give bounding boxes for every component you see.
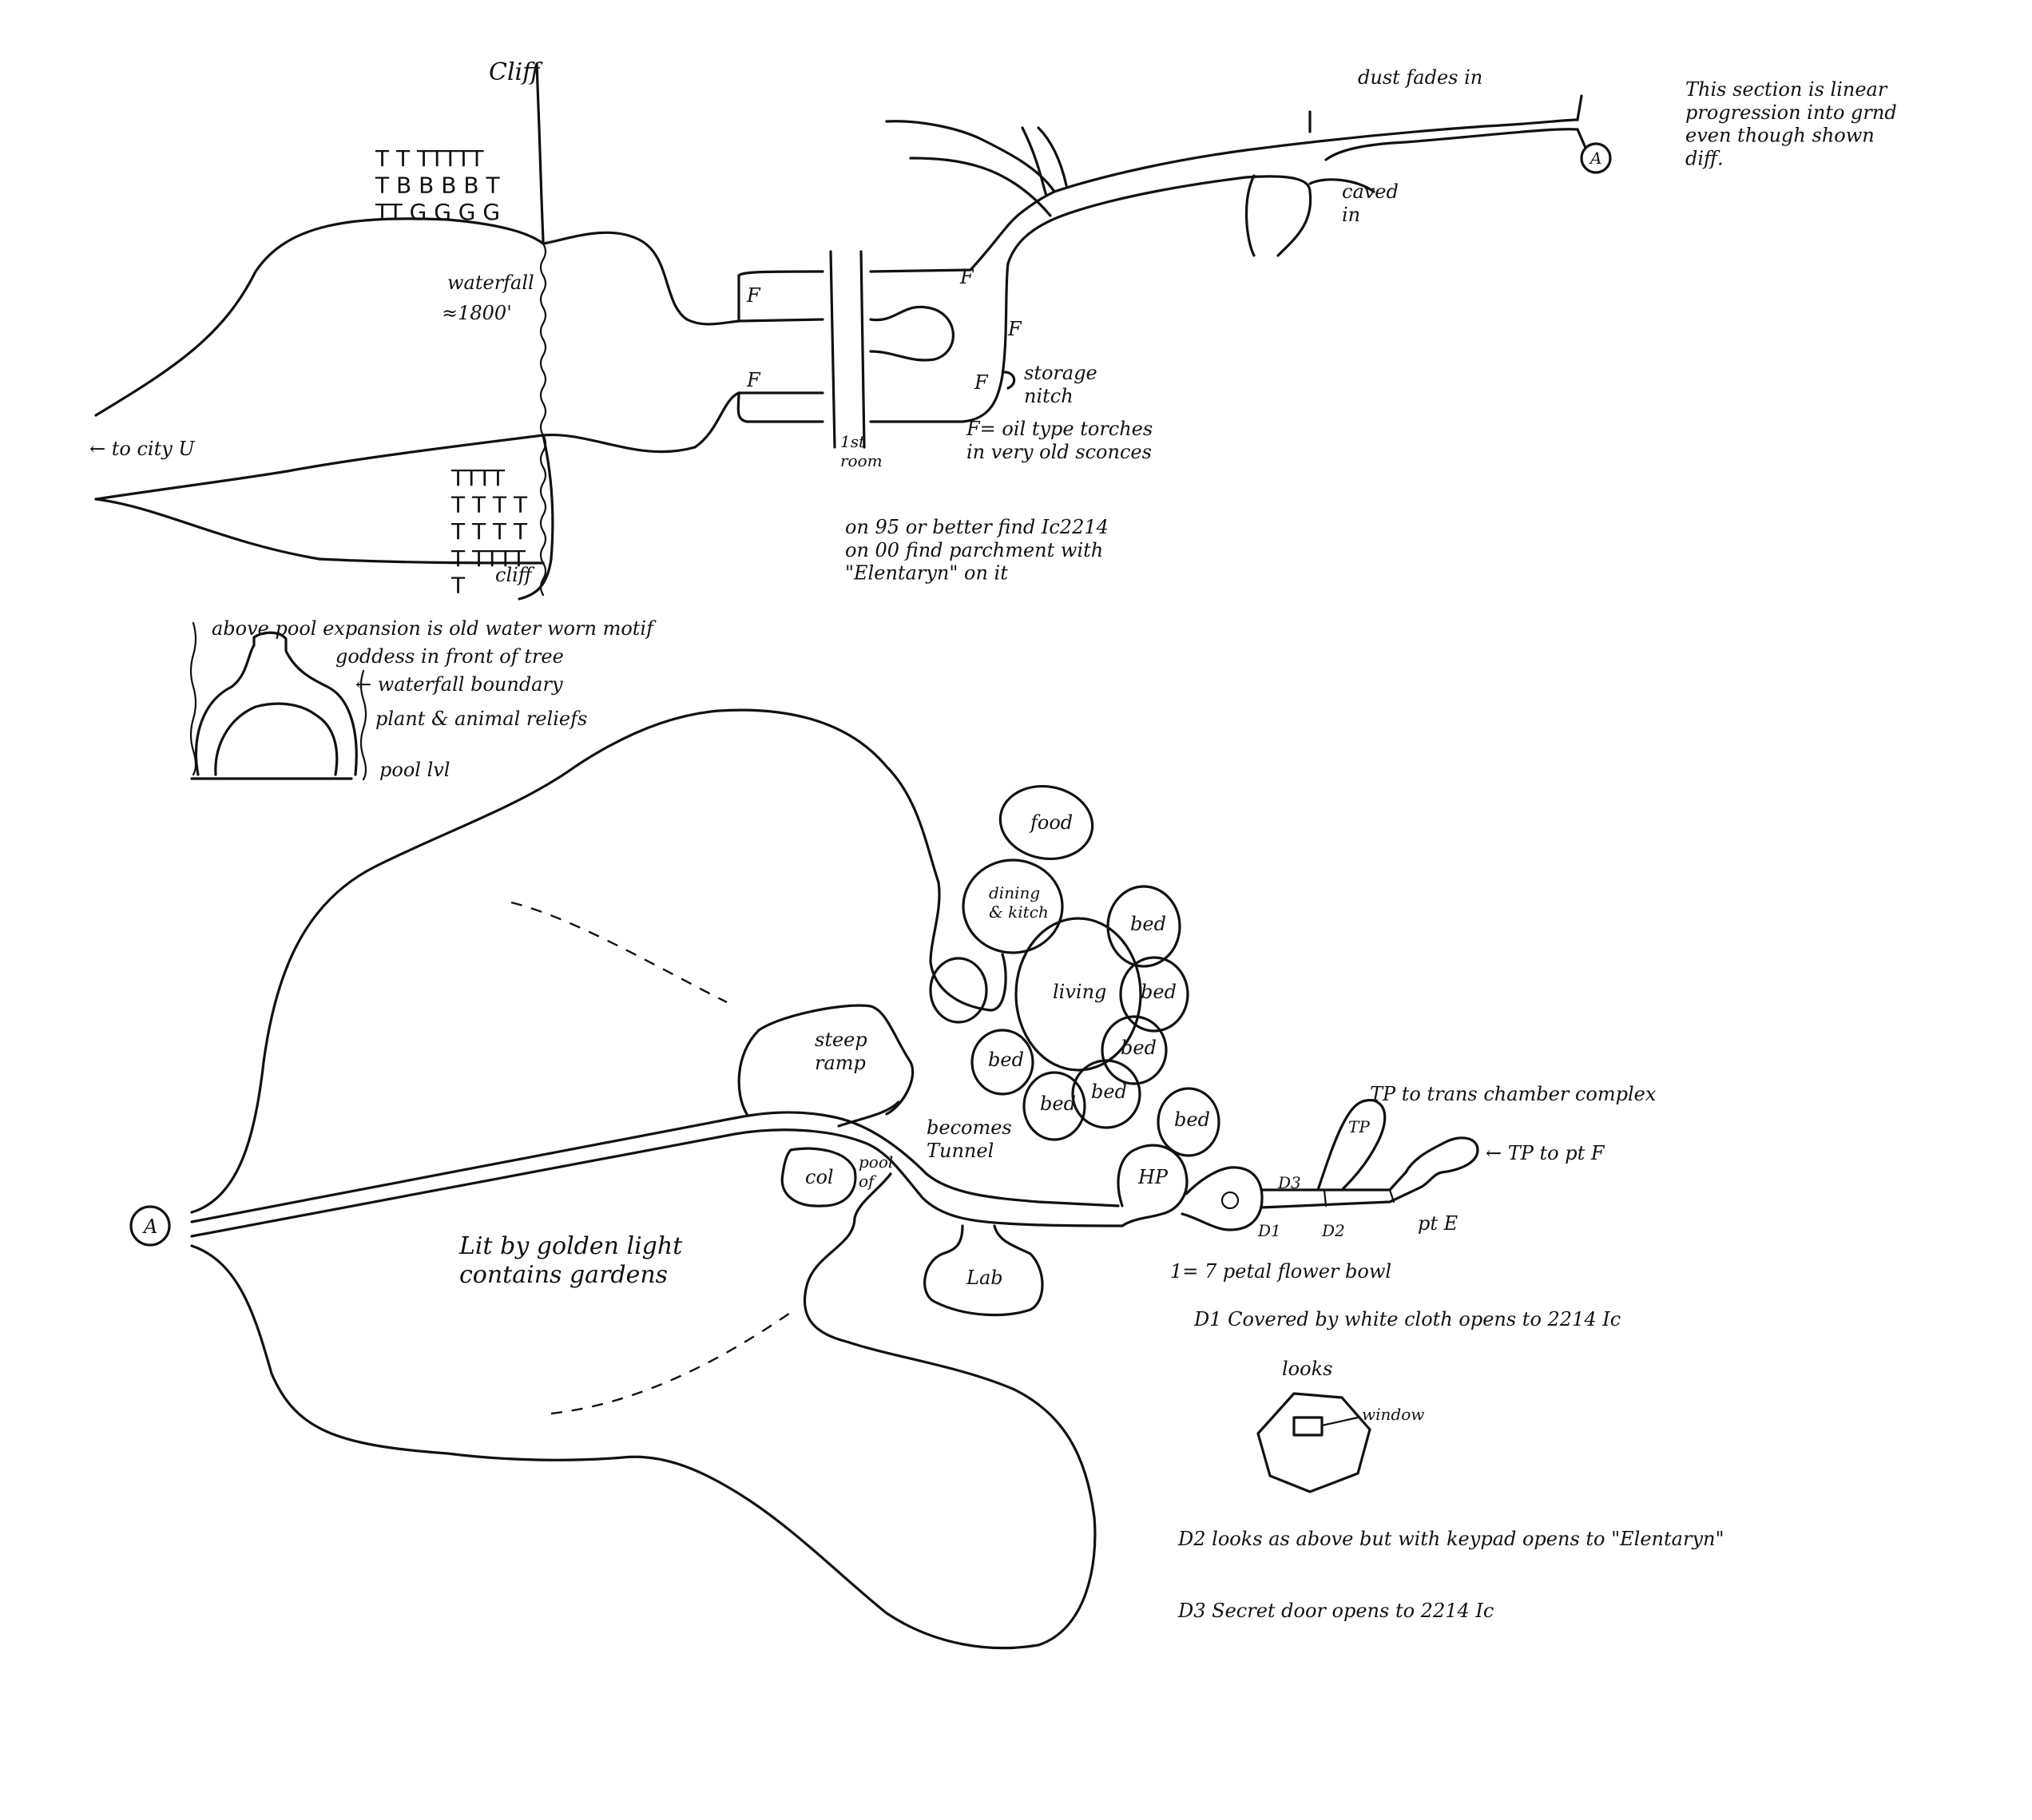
branching-passages (885, 94, 1612, 265)
tp-trans-label: TP to trans chamber complex (1370, 1083, 1657, 1105)
room-bed-6: bed (988, 1049, 1024, 1071)
torch-f-1: F (746, 284, 761, 307)
torch-f-3: F (959, 266, 974, 288)
d2-note: D2 looks as above but with keypad opens … (1177, 1528, 1724, 1550)
labels: Cliff cliff waterfall ≈1800' ← to city U… (89, 58, 1897, 1622)
motif-line-1: above pool expansion is old water worn m… (212, 617, 657, 640)
motif-line-4: plant & animal reliefs (375, 708, 587, 730)
room-bed-1: bed (1130, 913, 1166, 935)
torch-f-4: F (1007, 318, 1022, 340)
river-outline (94, 217, 740, 565)
room-bed-2: bed (1141, 981, 1177, 1003)
living-quarters (929, 784, 1220, 1157)
d2-label: D2 (1321, 1221, 1345, 1240)
torch-f-2: F (746, 369, 761, 391)
room-food: food (1029, 811, 1073, 834)
looks-label: looks (1282, 1358, 1332, 1380)
room-bed-3: bed (1121, 1037, 1157, 1059)
tp-small-label: TP (1348, 1117, 1370, 1136)
lower-cliff (518, 434, 554, 601)
torch-f-5: F (974, 371, 989, 394)
waterfall-label: waterfall (447, 272, 534, 294)
motif-sketch (189, 621, 367, 781)
window-heptagon (1256, 1392, 1371, 1493)
marker-a-top-label: A (1589, 149, 1601, 168)
motif-line-5: pool lvl (379, 759, 450, 781)
room-col: col (805, 1166, 834, 1188)
pt-e-label: pt E (1418, 1212, 1459, 1235)
tp-f-label: ← TP to pt F (1486, 1142, 1605, 1164)
motif-line-3: ← waterfall boundary (355, 673, 563, 696)
flower-bowl-label: 1= 7 petal flower bowl (1170, 1260, 1391, 1283)
room-bed-7: bed (1174, 1108, 1210, 1131)
d3-note: D3 Secret door opens to 2214 Ic (1177, 1600, 1494, 1622)
room-hp: HP (1137, 1166, 1169, 1188)
d1-note: D1 Covered by white cloth opens to 2214 … (1193, 1308, 1621, 1330)
cliff-top-label: Cliff (489, 58, 543, 86)
cliff-line (535, 62, 545, 243)
to-city-label: ← to city U (89, 438, 195, 460)
marker-a-bottom (129, 1205, 171, 1247)
room-living: living (1053, 981, 1106, 1003)
waterfall-height: ≈1800' (442, 302, 512, 324)
room-lab: Lab (966, 1267, 1003, 1289)
room-dining: dining& kitch (989, 883, 1049, 922)
flower-bowl (1220, 1191, 1240, 1210)
d3-label: D3 (1277, 1173, 1301, 1192)
room-bed-5: bed (1040, 1092, 1076, 1115)
marker-a-bottom-label: A (142, 1215, 157, 1238)
garden-cave (129, 708, 1479, 1650)
window-label: window (1362, 1405, 1424, 1424)
marker-a-top (1580, 142, 1612, 174)
room-bed-4: bed (1091, 1081, 1127, 1103)
dust-label: dust fades in (1358, 66, 1482, 89)
cliff-bottom-label: cliff (495, 564, 535, 586)
entry-tunnels (736, 210, 1024, 449)
motif-line-2: goddess in front of tree (335, 645, 564, 668)
waterfall-line (539, 242, 547, 597)
d1-label: D1 (1257, 1221, 1281, 1240)
